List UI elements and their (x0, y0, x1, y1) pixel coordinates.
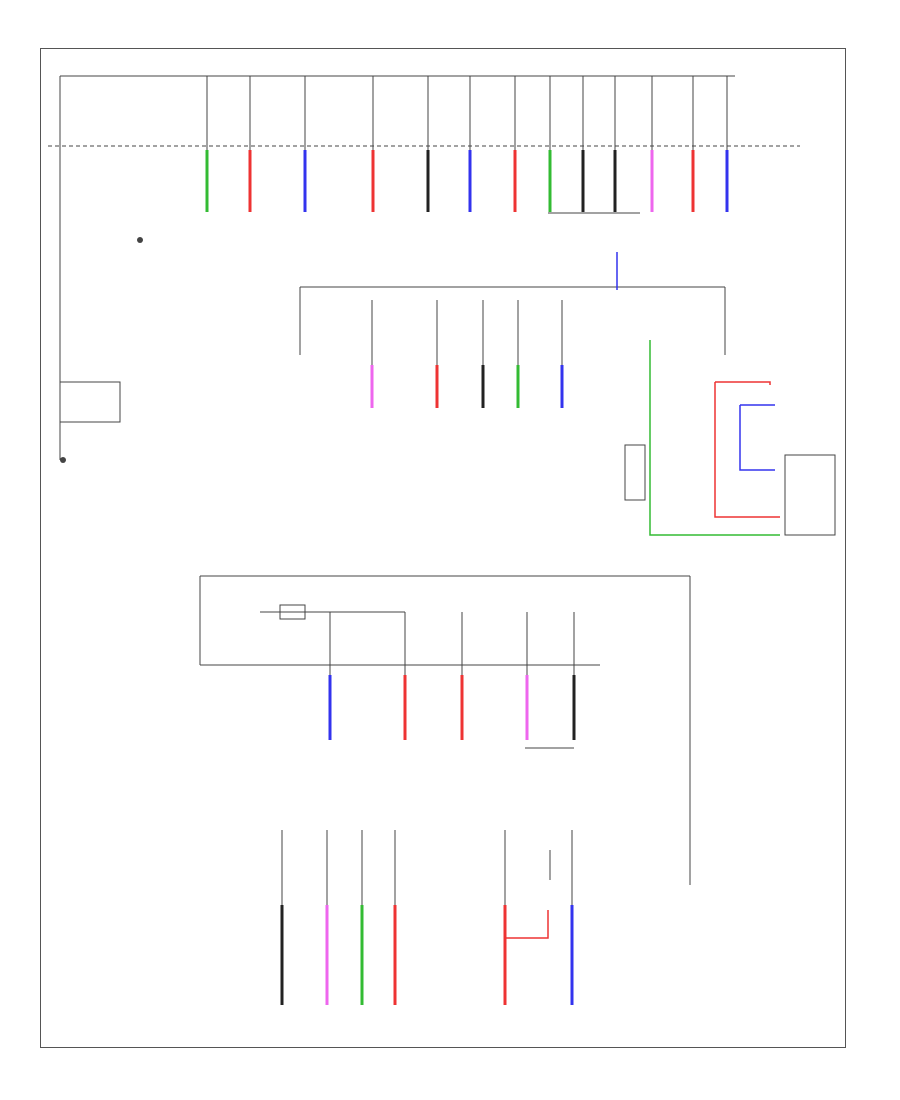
lower-fuse-group (328, 612, 576, 740)
top-fuse-group (205, 76, 729, 212)
ground-symbols (60, 237, 143, 463)
colored-wires (504, 252, 780, 939)
bus-lines (48, 75, 836, 885)
diagram-frame (40, 48, 846, 1048)
middle-fuse-group (370, 300, 564, 408)
bottom-fuse-group (280, 830, 574, 1005)
